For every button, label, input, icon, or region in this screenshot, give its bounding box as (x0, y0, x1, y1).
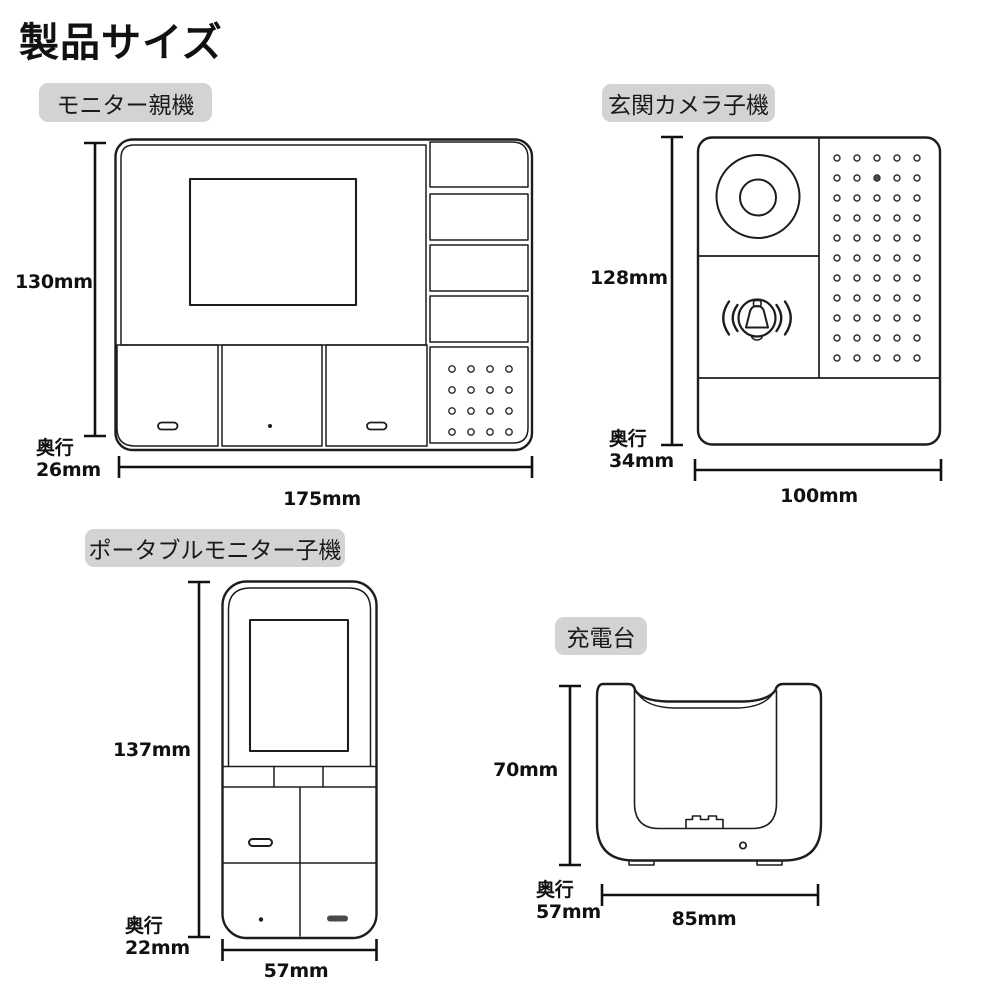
monitor-button-dot (268, 424, 272, 428)
portable-screen (248, 618, 350, 753)
monitor-unit-drawing (114, 138, 534, 452)
monitor-button-slot-left (157, 421, 179, 431)
bell-clapper (750, 335, 764, 341)
charger-depth-value: 57mm (536, 901, 601, 923)
charger-led (738, 841, 748, 850)
camera-height-dim: 128mm (590, 267, 668, 289)
monitor-unit-label: モニター親機 (39, 83, 212, 122)
monitor-width-dim: 175mm (283, 488, 361, 510)
monitor-depth-value: 26mm (36, 459, 101, 481)
monitor-speaker-panel (429, 346, 529, 444)
charger-contact-tabs (685, 815, 724, 829)
camera-unit-drawing (696, 136, 942, 446)
charger-height-dim: 70mm (493, 759, 558, 781)
portable-depth-value: 22mm (125, 937, 190, 959)
monitor-bottom-buttons (116, 344, 428, 447)
camera-depth-label: 奥行 (609, 428, 647, 450)
doorbell-button (722, 298, 792, 341)
monitor-height-dim: 130mm (15, 271, 93, 293)
camera-dimension-lines (661, 135, 943, 481)
charger-dimension-lines (559, 684, 820, 906)
monitor-side-buttons (429, 141, 529, 343)
bell-icon (745, 305, 769, 329)
monitor-screen (188, 177, 358, 307)
camera-mic-hole (874, 175, 880, 181)
charger-depth-label: 奥行 (536, 879, 574, 901)
camera-lens (739, 178, 777, 217)
camera-width-dim: 100mm (780, 485, 858, 507)
camera-depth-value: 34mm (609, 450, 674, 472)
camera-depth-dim: 奥行 34mm (609, 428, 674, 472)
page-title: 製品サイズ (19, 20, 223, 66)
portable-button-bar (327, 915, 348, 922)
portable-body (221, 580, 378, 940)
charger-depth-dim: 奥行 57mm (536, 879, 601, 923)
charger-unit-label: 充電台 (555, 617, 647, 655)
camera-body (696, 136, 942, 446)
charger-cradle-rim (637, 693, 774, 709)
monitor-depth-label: 奥行 (36, 437, 74, 459)
monitor-dimension-lines (84, 141, 534, 478)
portable-button-dot (258, 917, 264, 922)
charger-drawing (595, 682, 823, 866)
charger-foot-right (756, 859, 783, 866)
portable-unit-drawing (221, 580, 378, 940)
monitor-body (114, 138, 534, 452)
charger-foot-left (628, 859, 655, 866)
monitor-speaker-grille (442, 358, 519, 443)
monitor-screen-bezel (120, 144, 427, 346)
camera-unit-label: 玄関カメラ子機 (602, 84, 775, 122)
camera-lens-ring (715, 154, 801, 239)
charger-width-dim: 85mm (671, 908, 737, 930)
portable-dimension-lines (188, 580, 378, 961)
portable-button-slot (248, 838, 273, 847)
portable-width-dim: 57mm (263, 960, 329, 982)
camera-speaker-grille (827, 148, 927, 368)
charger-cradle-cavity (633, 690, 778, 830)
portable-button-rows (222, 765, 377, 937)
portable-height-dim: 137mm (113, 739, 191, 761)
monitor-button-slot-right (366, 421, 388, 431)
charger-body (595, 682, 823, 862)
portable-unit-label: ポータブルモニター子機 (85, 529, 345, 567)
sound-wave-icons (722, 300, 792, 336)
portable-depth-dim: 奥行 22mm (125, 915, 190, 959)
monitor-depth-dim: 奥行 26mm (36, 437, 101, 481)
portable-depth-label: 奥行 (125, 915, 163, 937)
portable-screen-bezel (227, 587, 372, 767)
